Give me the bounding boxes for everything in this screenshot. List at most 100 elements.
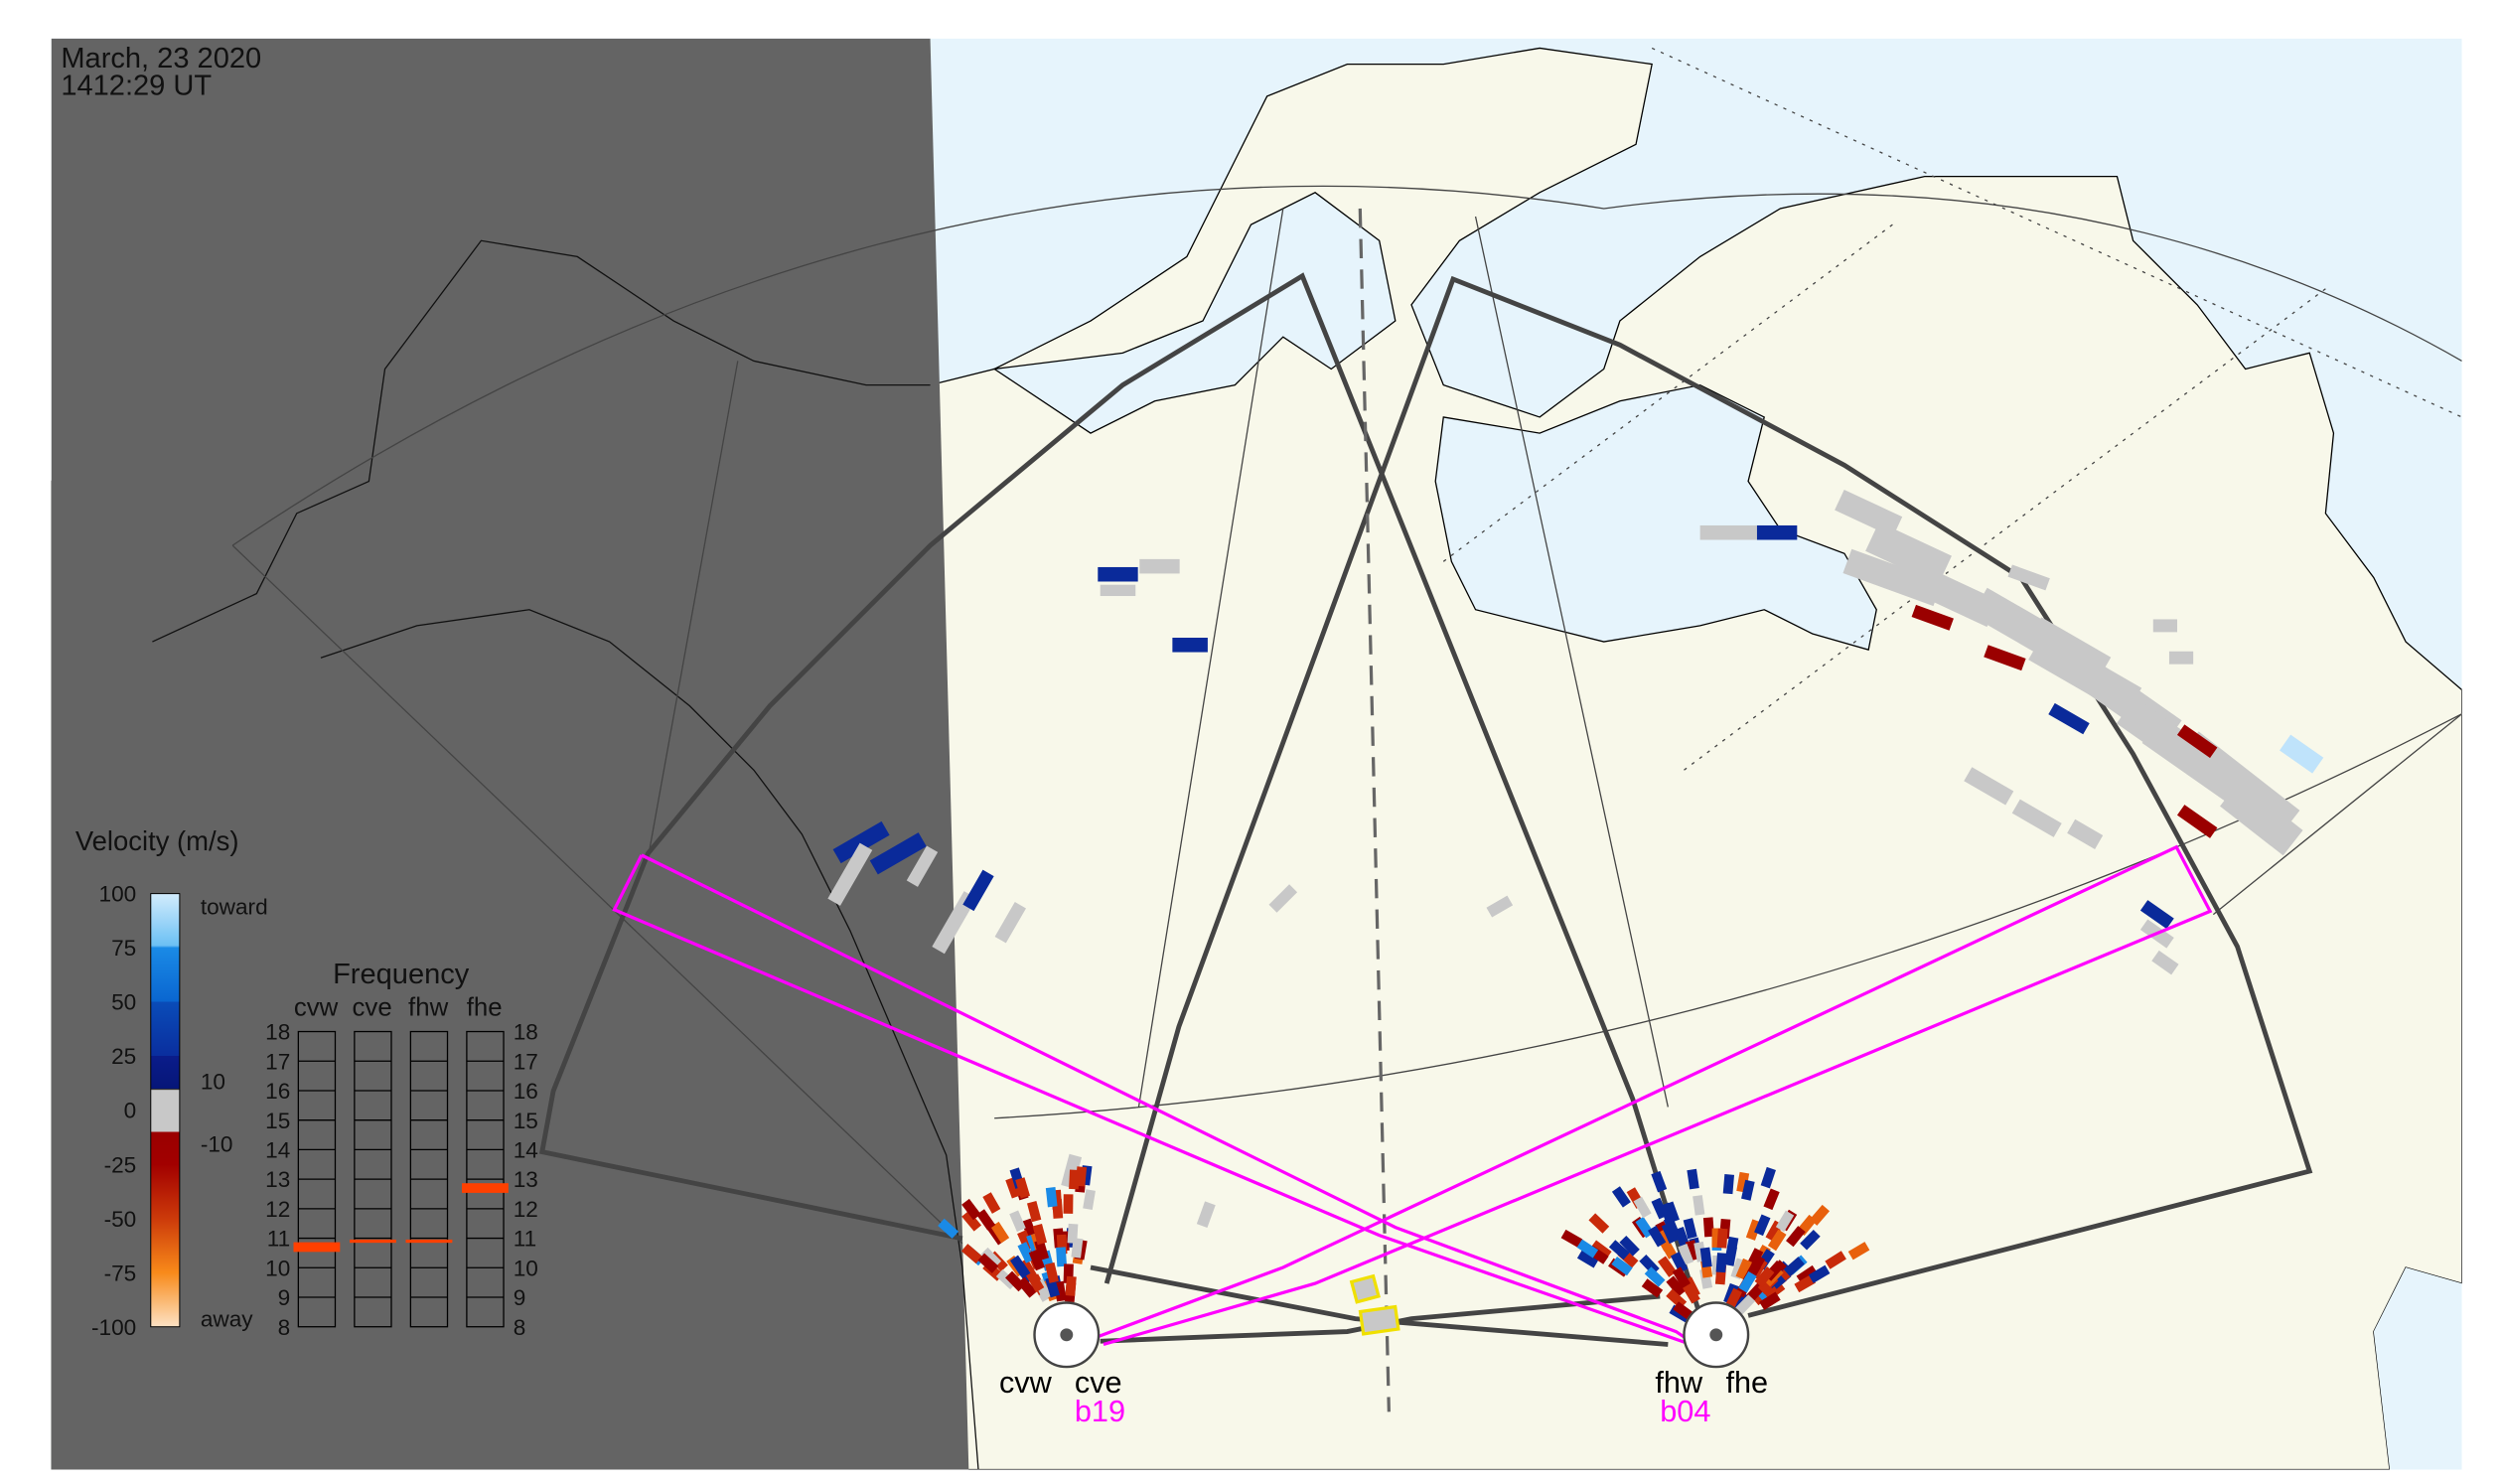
highlight-cells	[1349, 1273, 1400, 1336]
frequency-tick-left: 14	[265, 1137, 290, 1162]
echo-cell	[932, 891, 977, 955]
echo-cell	[1825, 1251, 1846, 1269]
echo-cell	[961, 1198, 981, 1221]
echo-cell	[1664, 1201, 1680, 1223]
echo-cell	[1847, 1242, 1870, 1261]
beam-b19-label: b19	[1075, 1394, 1125, 1428]
echo-cell	[1009, 1255, 1029, 1277]
echo-cell	[1984, 645, 2026, 671]
frequency-tick-left: 15	[265, 1109, 290, 1133]
frequency-column-cve-label: cve	[353, 993, 392, 1021]
echo-cell	[1576, 1239, 1599, 1259]
echo-cell	[1678, 1244, 1694, 1265]
echo-cell	[1172, 638, 1208, 653]
echo-cell	[961, 1210, 982, 1232]
frequency-column-cvw	[293, 1030, 341, 1328]
beam-b04	[1098, 844, 2213, 1347]
echo-cell	[1693, 1195, 1705, 1216]
velocity-tick-label: -50	[104, 1207, 137, 1232]
date-label: March, 23 2020	[61, 43, 261, 74]
echo-cell	[1738, 1270, 1757, 1293]
echo-cell	[1670, 1252, 1689, 1273]
echo-cell	[1071, 1238, 1084, 1259]
frequency-tick-left: 13	[265, 1167, 290, 1192]
frequency-marker-fhw	[405, 1239, 453, 1244]
velocity-tick-label: 100	[99, 882, 137, 907]
echo-cell	[982, 1192, 1001, 1214]
echo-cell	[1786, 1226, 1806, 1248]
frequency-tick-right: 10	[514, 1256, 538, 1280]
frequency-tick-right: 16	[514, 1079, 538, 1104]
echo-cell	[1633, 1196, 1652, 1219]
frequency-marker-cve	[350, 1239, 396, 1244]
echo-cell	[2067, 818, 2104, 849]
velocity-tick-label: 75	[111, 936, 136, 961]
radar-site-fh	[1683, 1301, 1750, 1369]
velocity-tick-label: 0	[124, 1099, 137, 1123]
echo-cell	[1611, 1256, 1633, 1276]
hudson-bay	[1434, 383, 1877, 651]
echo-cell	[906, 845, 939, 887]
echo-cell	[1268, 884, 1298, 913]
echo-cell	[1017, 1242, 1035, 1263]
echo-cell	[1063, 1194, 1074, 1214]
echo-cell	[962, 869, 994, 912]
echo-cell	[1734, 1294, 1756, 1315]
echo-cell	[2176, 805, 2218, 838]
echo-cell	[1590, 1240, 1612, 1260]
away-label: away	[201, 1307, 253, 1332]
echo-cell	[1651, 1170, 1668, 1193]
frequency-column-fhe	[462, 1030, 509, 1328]
echo-cell	[1796, 1264, 1819, 1284]
frequency-tick-right: 14	[514, 1137, 538, 1162]
frequency-tick-left: 16	[265, 1079, 290, 1104]
echo-cell	[1702, 1217, 1714, 1238]
echo-cell	[1756, 524, 1798, 540]
echo-cell	[1715, 1253, 1727, 1273]
echo-cell	[1015, 1177, 1031, 1199]
echo-cell	[1486, 895, 1514, 918]
echo-cell	[2151, 950, 2179, 975]
echo-cell	[1685, 1240, 1700, 1261]
echo-cells	[827, 489, 2324, 1323]
echo-cell	[1619, 1235, 1640, 1257]
echo-cell	[1196, 1201, 1216, 1228]
echo-cell	[1672, 1266, 1692, 1289]
velocity-10-label: 10	[201, 1070, 225, 1095]
echo-cell	[1735, 1258, 1752, 1280]
frequency-tick-right: 15	[514, 1109, 538, 1133]
frequency-tick-left: 17	[265, 1049, 290, 1074]
echo-cell	[1644, 1266, 1666, 1287]
echo-cell	[1032, 1224, 1048, 1246]
velocity-colorbar	[150, 893, 181, 1328]
echo-cell	[832, 820, 890, 864]
echo-cell	[2176, 724, 2218, 759]
echo-cell	[1045, 1276, 1061, 1298]
frequency-tick-left: 18	[265, 1020, 290, 1045]
frequency-tick-left: 10	[265, 1256, 290, 1280]
echo-cell	[1687, 1168, 1699, 1190]
echo-cell	[1763, 1188, 1780, 1211]
frequency-tick-right: 9	[514, 1285, 526, 1310]
echo-cell	[977, 1253, 999, 1273]
echo-cell	[1754, 1214, 1771, 1237]
echo-cell	[1775, 1210, 1795, 1233]
echo-cell	[1005, 1176, 1021, 1199]
echo-cell	[1747, 1255, 1766, 1276]
echo-cell	[938, 1218, 959, 1239]
echo-cell	[1911, 604, 1954, 631]
frequency-tick-left: 12	[265, 1197, 290, 1222]
echo-cell	[1083, 1189, 1096, 1210]
frequency-tick-right: 17	[514, 1049, 538, 1074]
frequency-tick-right: 13	[514, 1167, 538, 1192]
echo-cell	[1611, 1186, 1631, 1208]
echo-cell	[2280, 734, 2324, 774]
echo-cell	[1069, 1169, 1080, 1190]
velocity-tick-label: -25	[104, 1152, 137, 1177]
echo-cell	[1725, 1236, 1739, 1258]
frequency-marker-cvw	[293, 1242, 341, 1253]
echo-cell	[1641, 1278, 1664, 1298]
frequency-tick-left: 8	[278, 1315, 291, 1340]
frequency-tick-left: 9	[278, 1285, 291, 1310]
